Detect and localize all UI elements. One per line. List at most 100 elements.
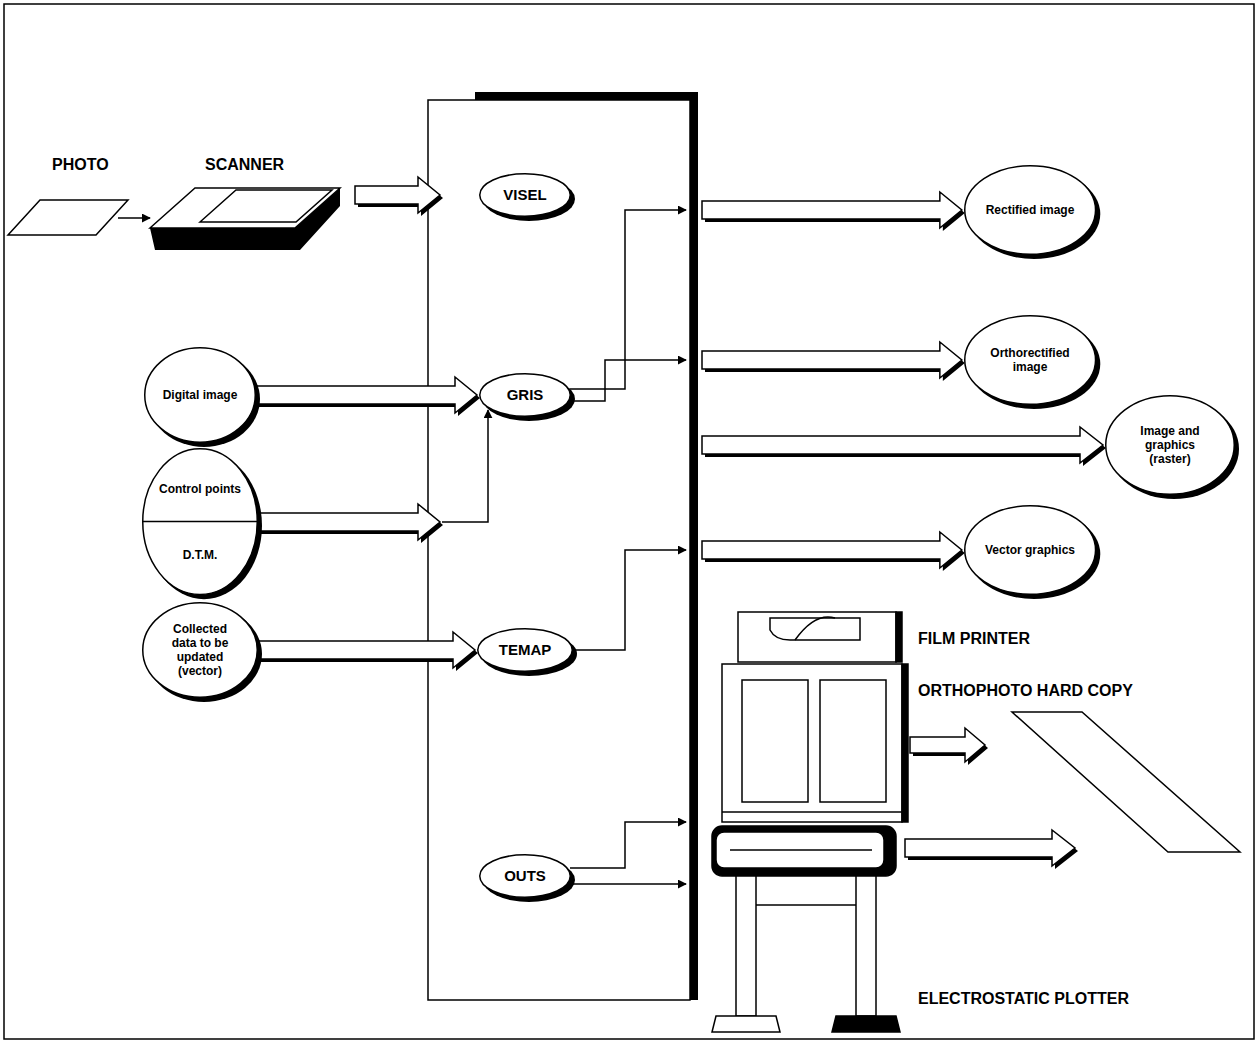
block-arrow bbox=[905, 830, 1075, 866]
ellipse-body bbox=[478, 629, 573, 672]
scanner-symbol bbox=[200, 190, 332, 222]
node-content: Image and graphics (raster) bbox=[1125, 424, 1216, 466]
block-arrow bbox=[256, 377, 477, 413]
node-text: TEMAP bbox=[491, 641, 558, 659]
node-content: GRIS bbox=[493, 386, 557, 404]
photo-sheet bbox=[8, 200, 150, 235]
output-line bbox=[570, 883, 686, 885]
connector-line bbox=[569, 360, 686, 401]
plotter-symbol bbox=[756, 904, 856, 906]
block-arrow bbox=[355, 177, 443, 216]
node-content: VISEL bbox=[493, 186, 557, 204]
ellipse-outline bbox=[142, 448, 264, 601]
plotter-symbol bbox=[712, 826, 896, 876]
block-arrow bbox=[910, 728, 988, 765]
scanner-symbol bbox=[150, 188, 340, 250]
node-text: Control points bbox=[159, 482, 241, 496]
block-arrow bbox=[702, 427, 1103, 463]
module-ellipse: GRIS bbox=[479, 373, 571, 417]
node-text: Image and graphics (raster) bbox=[1125, 424, 1216, 466]
ellipse-body bbox=[145, 348, 256, 443]
system-frame bbox=[428, 92, 698, 1000]
input-ellipse: Control pointsD.T.M. bbox=[142, 448, 258, 595]
block-arrow bbox=[905, 830, 1078, 869]
node-text: Orthorectified image bbox=[984, 346, 1077, 374]
block-arrow bbox=[258, 504, 440, 540]
ellipse-body bbox=[480, 174, 571, 217]
output-ellipse: Image and graphics (raster) bbox=[1105, 395, 1235, 495]
half: Control points bbox=[142, 456, 258, 522]
connector bbox=[258, 410, 488, 543]
system-frame bbox=[428, 100, 690, 1000]
node-content: Vector graphics bbox=[984, 543, 1077, 557]
plotter-symbol bbox=[730, 849, 872, 851]
film-printer-symbol bbox=[896, 612, 902, 662]
output-line bbox=[570, 822, 686, 884]
film-printer-symbol bbox=[722, 811, 902, 813]
input-ellipse: Collected data to be updated (vector) bbox=[142, 602, 258, 698]
connector bbox=[258, 632, 478, 671]
connector-line bbox=[573, 550, 686, 650]
plotter-symbol bbox=[736, 876, 756, 1016]
scanner-label: SCANNER bbox=[205, 156, 284, 174]
node-content: Orthorectified image bbox=[984, 346, 1077, 374]
connector-line bbox=[569, 210, 686, 389]
block-arrow bbox=[910, 728, 985, 762]
node-text: GRIS bbox=[493, 386, 557, 404]
block-arrow bbox=[702, 427, 1106, 466]
ellipse-body bbox=[965, 316, 1096, 405]
module-ellipse: VISEL bbox=[479, 173, 571, 217]
film-printer-symbol bbox=[820, 680, 886, 802]
block-arrow bbox=[702, 192, 962, 228]
output-ellipse: Rectified image bbox=[964, 165, 1096, 255]
plotter-symbol bbox=[712, 1016, 780, 1032]
block-arrow bbox=[355, 177, 440, 213]
photo-label: PHOTO bbox=[52, 156, 109, 174]
ellipse-body bbox=[965, 506, 1096, 595]
node-content: TEMAP bbox=[491, 641, 558, 659]
half: D.T.M. bbox=[142, 522, 258, 588]
block-arrow bbox=[702, 342, 962, 378]
node-content: OUTS bbox=[493, 867, 557, 885]
node-text: Digital image bbox=[161, 388, 239, 402]
ellipse-body bbox=[480, 855, 571, 898]
film-printer-symbol bbox=[902, 664, 908, 822]
block-arrow bbox=[702, 532, 962, 568]
node-text: D.T.M. bbox=[183, 548, 218, 562]
film-printer-symbol bbox=[722, 612, 908, 822]
plotter-symbol bbox=[856, 876, 876, 1016]
plotter-symbol bbox=[712, 826, 900, 1032]
photo-sheet bbox=[118, 217, 150, 219]
connector bbox=[569, 342, 965, 401]
plotter-symbol bbox=[832, 1016, 900, 1032]
film-printer-symbol bbox=[738, 612, 896, 662]
device-label: ELECTROSTATIC PLOTTER bbox=[918, 990, 1129, 1008]
scanner-symbol bbox=[150, 188, 340, 250]
node-text: VISEL bbox=[493, 186, 557, 204]
module-ellipse: TEMAP bbox=[477, 628, 573, 672]
photo-sheet bbox=[8, 200, 128, 235]
node-text: Rectified image bbox=[984, 203, 1077, 217]
page-border bbox=[4, 4, 1254, 1039]
connector bbox=[256, 377, 480, 416]
device-label: FILM PRINTER bbox=[918, 630, 1030, 648]
plotter-symbol bbox=[716, 832, 884, 868]
node-text: OUTS bbox=[493, 867, 557, 885]
film-printer-symbol bbox=[722, 664, 902, 822]
module-ellipse: OUTS bbox=[479, 854, 571, 898]
ellipse-body bbox=[143, 603, 258, 698]
output-line bbox=[570, 822, 686, 868]
hard-copy-sheet bbox=[1012, 712, 1240, 852]
node-text: Vector graphics bbox=[984, 543, 1077, 557]
ellipse-body bbox=[1106, 396, 1235, 495]
divider-line bbox=[142, 521, 258, 523]
node-text: Collected data to be updated (vector) bbox=[159, 622, 240, 679]
connector bbox=[573, 532, 965, 650]
output-ellipse: Vector graphics bbox=[964, 505, 1096, 595]
scanner-symbol bbox=[150, 188, 340, 228]
node-content: Rectified image bbox=[984, 203, 1077, 217]
ellipse-body bbox=[143, 449, 258, 595]
node-content: Digital image bbox=[161, 388, 239, 402]
film-printer-symbol bbox=[795, 617, 835, 640]
output-ellipse: Orthorectified image bbox=[964, 315, 1096, 405]
